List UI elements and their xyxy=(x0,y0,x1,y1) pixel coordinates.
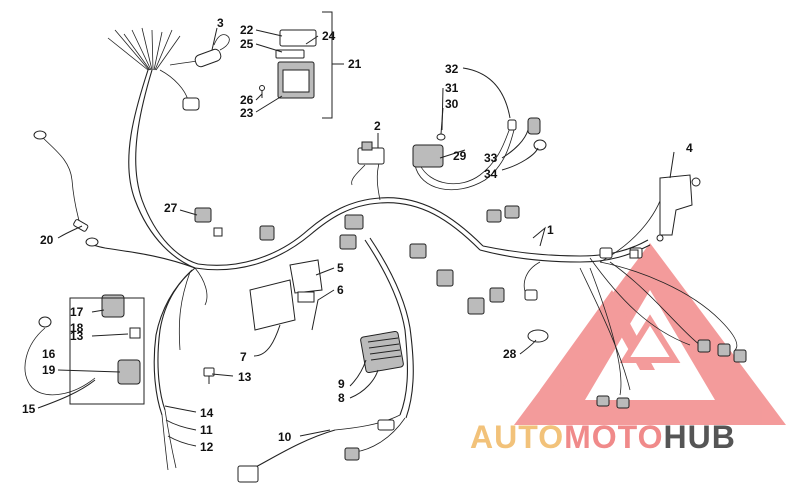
callout-34: 34 xyxy=(484,167,498,181)
logo-small-triangle xyxy=(619,314,681,363)
callout-24: 24 xyxy=(322,29,336,43)
starter-solenoid xyxy=(101,294,125,318)
fuse-cover xyxy=(279,29,317,47)
logo-big-triangle xyxy=(514,243,786,425)
callout-16: 16 xyxy=(42,347,56,361)
callout-25: 25 xyxy=(240,37,254,51)
callout-2: 2 xyxy=(374,119,381,133)
watermark-logo xyxy=(514,243,786,425)
callout-8: 8 xyxy=(338,391,345,405)
relay xyxy=(412,144,444,168)
callout-12: 12 xyxy=(200,440,214,454)
callout-4: 4 xyxy=(686,141,693,155)
callout-11: 11 xyxy=(200,423,213,437)
callout-13a: 13 xyxy=(238,370,252,384)
callout-29: 29 xyxy=(453,149,467,163)
logo-inner-triangle xyxy=(540,290,655,390)
callout-15: 15 xyxy=(22,402,36,416)
callout-26: 26 xyxy=(240,93,254,107)
watermark-auto: AUTO xyxy=(470,419,564,455)
callout-22: 22 xyxy=(240,23,254,37)
callout-32: 32 xyxy=(445,62,459,76)
subgroup-box xyxy=(69,297,145,405)
callout-1: 1 xyxy=(547,223,554,237)
watermark-hub: HUB xyxy=(663,419,735,455)
callout-28: 28 xyxy=(503,347,517,361)
callout-7: 7 xyxy=(240,350,247,364)
watermark-text: AUTOMOTOHUB xyxy=(470,419,736,455)
callout-5: 5 xyxy=(337,261,344,275)
callout-labels: 1 2 3 5 6 7 8 9 10 11 12 13 13 14 15 16 … xyxy=(22,16,693,454)
callout-21: 21 xyxy=(348,57,362,71)
callout-9: 9 xyxy=(338,377,345,391)
group-bracket-21 xyxy=(322,11,333,119)
leader-lines xyxy=(37,27,675,447)
callout-20: 20 xyxy=(40,233,54,247)
callout-27: 27 xyxy=(164,201,178,215)
callout-14: 14 xyxy=(200,406,214,420)
callout-17: 17 xyxy=(70,305,84,319)
callout-10: 10 xyxy=(278,430,292,444)
callout-18: 18 xyxy=(70,321,84,335)
callout-3: 3 xyxy=(217,16,224,30)
parts xyxy=(24,29,747,483)
callout-19: 19 xyxy=(42,363,56,377)
callout-33: 33 xyxy=(484,151,498,165)
callout-6: 6 xyxy=(337,283,344,297)
harness-wires xyxy=(33,27,738,471)
callout-31: 31 xyxy=(445,81,459,95)
callout-23: 23 xyxy=(240,106,254,120)
callout-30: 30 xyxy=(445,97,459,111)
callout-13b: 13 xyxy=(70,329,84,343)
watermark-moto: MOTO xyxy=(564,419,663,455)
